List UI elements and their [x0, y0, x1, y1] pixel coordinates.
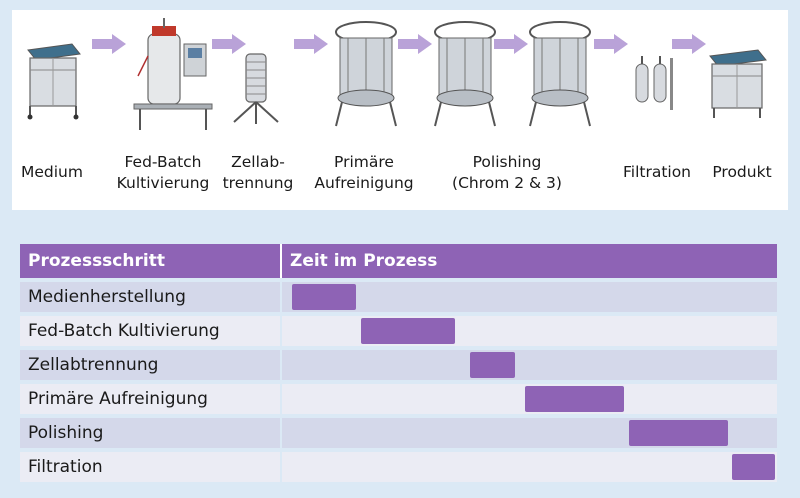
flow-arrow-2: [212, 34, 246, 54]
chromatography-column-icon-2: [434, 21, 496, 127]
table-row-zellabtrennung: Zellabtrennung: [20, 350, 777, 380]
gantt-bar-medienherstellung: [291, 284, 357, 310]
row-timeline: [282, 350, 777, 380]
product-tank-icon: [709, 49, 767, 118]
table-header: Prozessschritt Zeit im Prozess: [20, 244, 777, 278]
step-label-zellabtrennung: Zellab- trennung: [222, 153, 294, 192]
row-timeline: [282, 418, 777, 448]
gantt-bar-primaere-aufreinigung: [524, 386, 624, 412]
chromatography-column-icon-1: [335, 21, 397, 127]
row-name: Fed-Batch Kultivierung: [20, 316, 280, 346]
header-time-in-process: Zeit im Prozess: [290, 251, 438, 271]
row-timeline: [282, 384, 777, 414]
step-label-polishing: Polishing (Chrom 2 & 3): [452, 153, 562, 192]
row-name: Zellabtrennung: [20, 350, 280, 380]
table-row-fed-batch-kultivierung: Fed-Batch Kultivierung: [20, 316, 777, 346]
flow-arrow-4: [398, 34, 432, 54]
flow-arrow-5: [494, 34, 528, 54]
table-row-medienherstellung: Medienherstellung: [20, 282, 777, 312]
flow-arrow-3: [294, 34, 328, 54]
flow-arrow-6: [594, 34, 628, 54]
row-name: Polishing: [20, 418, 280, 448]
row-name: Medienherstellung: [20, 282, 280, 312]
header-divider: [280, 244, 282, 278]
gantt-bar-polishing: [628, 420, 728, 446]
row-timeline: [282, 452, 777, 482]
medium-tank-icon: [27, 43, 81, 120]
table-row-filtration: Filtration: [20, 452, 777, 482]
header-process-step: Prozessschritt: [28, 251, 165, 271]
step-label-medium: Medium: [21, 163, 83, 181]
step-label-produkt: Produkt: [712, 163, 772, 181]
chromatography-column-icon-3: [529, 21, 591, 127]
gantt-bar-zellabtrennung: [470, 352, 515, 378]
separator-icon: [233, 53, 279, 124]
row-name: Filtration: [20, 452, 280, 482]
step-label-fed-batch: Fed-Batch Kultivierung: [116, 153, 210, 192]
step-label-filtration: Filtration: [622, 163, 692, 181]
table-row-primaere-aufreinigung: Primäre Aufreinigung: [20, 384, 777, 414]
bioreactor-icon: [133, 18, 213, 130]
gantt-bar-filtration: [732, 454, 775, 480]
flow-arrow-1: [92, 34, 126, 54]
row-timeline: [282, 282, 777, 312]
step-label-primaere-aufreinigung: Primäre Aufreinigung: [314, 153, 414, 192]
flow-arrow-7: [672, 34, 706, 54]
table-row-polishing: Polishing: [20, 418, 777, 448]
process-schedule-table: Prozessschritt Zeit im Prozess Medienher…: [20, 244, 777, 482]
row-timeline: [282, 316, 777, 346]
gantt-bar-fed-batch-kultivierung: [361, 318, 456, 344]
filter-icon: [635, 56, 673, 110]
process-flow-panel: Medium Fed-Batch Kultivierung Zellab- tr…: [12, 10, 788, 210]
row-name: Primäre Aufreinigung: [20, 384, 280, 414]
